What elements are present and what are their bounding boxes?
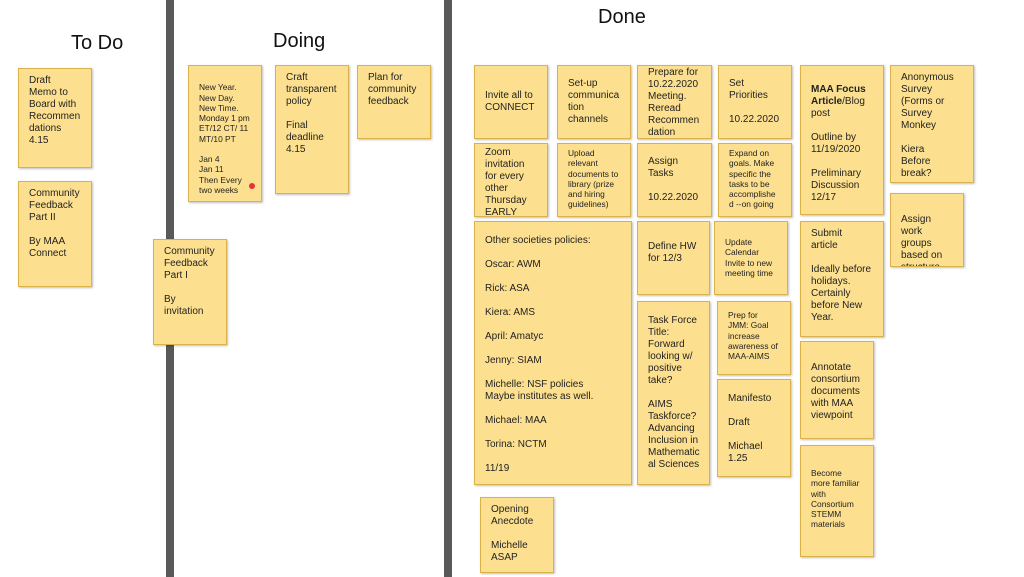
note-annotate-consortium[interactable]: Annotate consortium documents with MAA v… [800,341,874,439]
note-setup-channels[interactable]: Set-up communica tion channels [557,65,631,139]
note-community-feedback-part-1[interactable]: Community Feedback Part I By invitation [153,239,227,345]
red-dot-marker [249,183,255,189]
note-become-familiar[interactable]: Become more familiar with Consortium STE… [800,445,874,557]
note-plan-community-feedback[interactable]: Plan for community feedback [357,65,431,139]
column-title-todo: To Do [71,32,124,54]
note-other-societies-policies[interactable]: Other societies policies: Oscar: AWM Ric… [474,221,632,485]
note-update-calendar[interactable]: Update Calendar Invite to new meeting ti… [714,221,788,295]
note-expand-goals[interactable]: Expand on goals. Make specific the tasks… [718,143,792,217]
note-assign-tasks[interactable]: Assign Tasks 10.22.2020 [637,143,712,217]
note-zoom-invitation[interactable]: Zoom invitation for every other Thursday… [474,143,548,217]
note-new-year-meeting-time[interactable]: New Year. New Day. New Time. Monday 1 pm… [188,65,262,202]
note-craft-transparent-policy[interactable]: Craft transparent policy Final deadline … [275,65,349,194]
note-new-year-text: New Year. New Day. New Time. Monday 1 pm… [199,82,250,195]
column-divider-right [444,0,452,577]
note-assign-work-groups[interactable]: Assign work groups based on structure [890,193,964,267]
note-prep-jmm[interactable]: Prep for JMM: Goal increase awareness of… [717,301,791,375]
note-manifesto[interactable]: Manifesto Draft Michael 1.25 [717,379,791,477]
column-title-doing: Doing [273,30,326,52]
note-invite-connect[interactable]: Invite all to CONNECT [474,65,548,139]
note-opening-anecdote[interactable]: Opening Anecdote Michelle ASAP [480,497,554,573]
note-set-priorities[interactable]: Set Priorities 10.22.2020 [718,65,792,139]
note-upload-documents[interactable]: Upload relevant documents to library (pr… [557,143,631,217]
note-define-hw[interactable]: Define HW for 12/3 [637,221,710,295]
note-task-force-title[interactable]: Task Force Title: Forward looking w/ pos… [637,301,710,485]
note-submit-article[interactable]: Submit article Ideally before holidays. … [800,221,884,337]
note-maa-focus-article[interactable]: MAA Focus Article/Blog post Outline by 1… [800,65,884,215]
note-community-feedback-part-2[interactable]: Community Feedback Part II By MAA Connec… [18,181,92,287]
column-title-done: Done [598,6,646,28]
note-draft-memo[interactable]: Draft Memo to Board with Recommen dation… [18,68,92,168]
note-prepare-meeting[interactable]: Prepare for 10.22.2020 Meeting. Reread R… [637,65,712,139]
note-anonymous-survey[interactable]: Anonymous Survey (Forms or Survey Monkey… [890,65,974,183]
maa-focus-article-rest: /Blog post Outline by 11/19/2020 Prelimi… [811,96,865,203]
maa-focus-article-bold: MAA Focus Article [811,84,866,107]
